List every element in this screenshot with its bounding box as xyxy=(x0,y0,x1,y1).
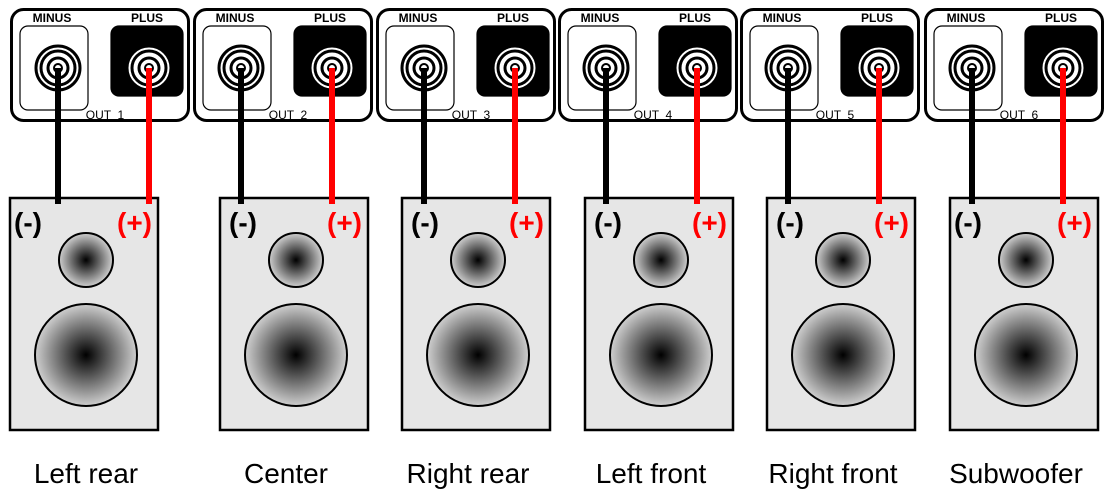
woofer-icon xyxy=(426,303,530,407)
minus-terminal-label: MINUS xyxy=(947,11,986,25)
plus-terminal-label: PLUS xyxy=(131,11,163,25)
tweeter-icon xyxy=(633,232,689,288)
minus-polarity-label: (-) xyxy=(594,207,622,238)
speaker: (-) (+) xyxy=(583,196,735,432)
tweeter-icon xyxy=(58,232,114,288)
tweeter-icon xyxy=(998,232,1054,288)
output-terminal-block: MINUS PLUS OUT 3 xyxy=(376,8,556,122)
output-terminal-block: MINUS PLUS OUT 6 xyxy=(924,8,1104,122)
channel-5: MINUS PLUS OUT 5 (-) (+) Right front xyxy=(740,8,920,489)
channel-2: MINUS PLUS OUT 2 (-) (+) Center xyxy=(193,8,373,489)
plus-terminal-label: PLUS xyxy=(1045,11,1077,25)
output-terminal-block: MINUS PLUS OUT 4 xyxy=(558,8,738,122)
minus-terminal-label: MINUS xyxy=(763,11,802,25)
plus-polarity-label: (+) xyxy=(874,207,909,238)
woofer-icon xyxy=(974,303,1078,407)
speaker-name: Left rear xyxy=(34,458,138,489)
speaker: (-) (+) xyxy=(765,196,917,432)
minus-polarity-label: (-) xyxy=(14,207,42,238)
output-terminal-block: MINUS PLUS OUT 2 xyxy=(193,8,373,122)
output-label: OUT 5 xyxy=(816,108,855,122)
output-label: OUT 3 xyxy=(452,108,491,122)
minus-terminal-label: MINUS xyxy=(581,11,620,25)
channel-4: MINUS PLUS OUT 4 (-) (+) Left front xyxy=(558,8,738,489)
plus-terminal-label: PLUS xyxy=(314,11,346,25)
minus-jack-icon xyxy=(34,44,82,92)
plus-polarity-label: (+) xyxy=(327,207,362,238)
speaker-name: Subwoofer xyxy=(949,458,1083,489)
speaker: (-) (+) xyxy=(8,196,160,432)
speaker-name: Right rear xyxy=(407,458,530,489)
tweeter-icon xyxy=(815,232,871,288)
channel-3: MINUS PLUS OUT 3 (-) (+) Right rear xyxy=(376,8,556,489)
tweeter-icon xyxy=(450,232,506,288)
woofer-icon xyxy=(34,303,138,407)
output-terminal-block: MINUS PLUS OUT 5 xyxy=(740,8,920,122)
plus-terminal-label: PLUS xyxy=(497,11,529,25)
speaker: (-) (+) xyxy=(218,196,370,432)
speaker-name: Left front xyxy=(596,458,707,489)
plus-polarity-label: (+) xyxy=(117,207,152,238)
output-terminal-block: MINUS PLUS OUT 1 xyxy=(10,8,190,122)
woofer-icon xyxy=(791,303,895,407)
minus-polarity-label: (-) xyxy=(411,207,439,238)
speaker: (-) (+) xyxy=(948,196,1100,432)
output-label: OUT 2 xyxy=(269,108,308,122)
speaker: (-) (+) xyxy=(400,196,552,432)
plus-polarity-label: (+) xyxy=(692,207,727,238)
woofer-icon xyxy=(244,303,348,407)
output-label: OUT 1 xyxy=(86,108,125,122)
plus-terminal-label: PLUS xyxy=(679,11,711,25)
woofer-icon xyxy=(609,303,713,407)
channel-1: MINUS PLUS OUT 1 (-) (+) Left rear xyxy=(8,8,190,489)
tweeter-icon xyxy=(268,232,324,288)
speaker-name: Right front xyxy=(768,458,897,489)
plus-polarity-label: (+) xyxy=(1057,207,1092,238)
minus-terminal-label: MINUS xyxy=(33,11,72,25)
output-label: OUT 4 xyxy=(634,108,673,122)
plus-polarity-label: (+) xyxy=(509,207,544,238)
channel-6: MINUS PLUS OUT 6 (-) (+) Subwoofer xyxy=(924,8,1104,489)
minus-polarity-label: (-) xyxy=(229,207,257,238)
minus-polarity-label: (-) xyxy=(954,207,982,238)
minus-terminal-label: MINUS xyxy=(399,11,438,25)
output-label: OUT 6 xyxy=(1000,108,1039,122)
minus-polarity-label: (-) xyxy=(776,207,804,238)
minus-terminal-label: MINUS xyxy=(216,11,255,25)
plus-terminal-label: PLUS xyxy=(861,11,893,25)
speaker-name: Center xyxy=(244,458,328,489)
